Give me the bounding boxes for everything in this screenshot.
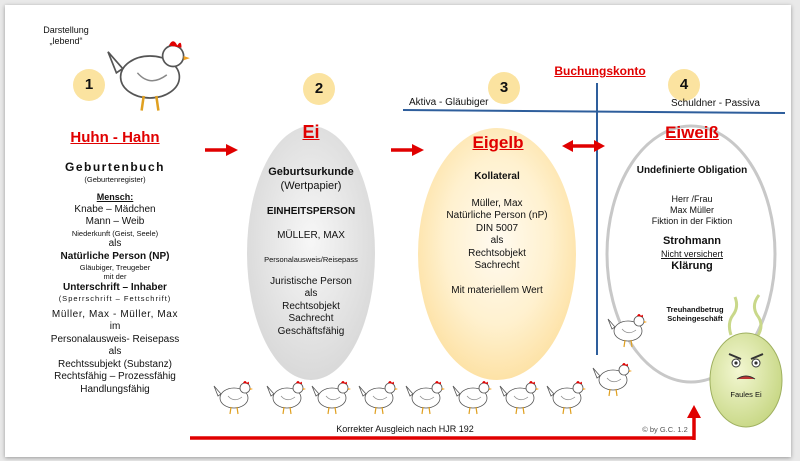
max-mueller-text: Max Müller (669, 204, 714, 215)
col3-text: Kollateral Müller, Max Natürliche Person… (427, 171, 567, 297)
eiweiss-title: Eiweiß (665, 123, 719, 142)
eigelb-ellipse (418, 128, 576, 380)
huhn-hahn-title: Huhn - Hahn (70, 129, 160, 146)
aktiva-label: Aktiva - Gläubiger (409, 97, 489, 108)
diagram-graphics (106, 40, 786, 440)
natuerliche-person-text: Natürliche Person (NP) (60, 250, 170, 262)
darstellung-line1: Darstellung (43, 25, 89, 35)
eigelb-title: Eigelb (472, 133, 524, 152)
hen-icon (592, 362, 633, 397)
sachrecht-text-2: Sachrecht (474, 260, 520, 271)
treuhand-text: Treuhandbetrug Scheingeschäft (655, 305, 735, 324)
unterschrift-text: Unterschrift – Inhaber (63, 281, 167, 293)
copyright-label: © by G.C. 1.2 (642, 425, 688, 434)
rechtsfaehig-text: Rechtsfähig – Prozessfähig (54, 371, 176, 383)
knabe-text: Knabe – Mädchen (74, 203, 156, 215)
nicht-versichert-text: Nicht versichert (660, 249, 723, 259)
juristische-person-text: Juristische Person (270, 275, 352, 287)
handlungsfaehig-text: Handlungsfähig (80, 383, 150, 395)
konto-horizontal-line (402, 109, 786, 114)
geburtenregister-sub: (Geburtenregister) (84, 175, 146, 184)
col2-text: Geburtsurkunde (Wertpapier) EINHEITSPERS… (246, 166, 376, 338)
einheitsperson-text: EINHEITSPERSON (266, 205, 356, 217)
rotten-egg-icon (709, 294, 783, 428)
arrow-3-4-double (562, 140, 605, 152)
strohmann-text: Strohmann (662, 235, 722, 248)
scheingeschaeft-text: Scheingeschäft (667, 314, 723, 324)
col4-text: Undefinierte Obligation Herr /Frau Max M… (617, 165, 767, 274)
col1-text: Geburtenbuch (Geburtenregister) Mensch: … (35, 160, 195, 396)
natuerliche-person-np-text: Natürliche Person (nP) (446, 210, 548, 221)
sperrschrift-text: (Sperrschrift – Fettschrift) (58, 294, 172, 304)
ei-ellipse (247, 126, 375, 380)
hen-icon (546, 380, 587, 415)
arrow-1-2 (205, 144, 238, 156)
rechtsobjekt-text: Rechtsobjekt (282, 300, 340, 312)
hen-icon (405, 380, 446, 415)
mueller-text: Müller, Max - Müller, Max (51, 308, 179, 320)
ei-title: Ei (302, 122, 320, 142)
darstellung-label: Darstellung „lebend“ (31, 25, 101, 48)
niederkunft-text: Niederkunft (Geist, Seele) (71, 228, 159, 238)
step-number-2: 2 (303, 73, 335, 105)
treuhandbetrug-text: Treuhandbetrug (666, 305, 724, 314)
faules-ei-label: Faules Ei (730, 390, 762, 399)
mensch-label: Mensch: (96, 192, 134, 203)
mann-text: Mann – Weib (85, 216, 145, 228)
darstellung-line2: „lebend“ (49, 36, 83, 47)
mitder-text: mit der (103, 272, 127, 282)
sachrecht-text: Sachrecht (288, 313, 334, 325)
step-number-3: 3 (488, 72, 520, 104)
eiweiss-ellipse (605, 124, 777, 384)
mueller-max-caps-text: MÜLLER, MAX (277, 230, 345, 241)
personalausweis-text: Personalausweis- Reisepass (50, 333, 180, 345)
hen-icon (358, 380, 399, 415)
als-text-4: als (490, 235, 504, 246)
hen-icon (452, 380, 493, 415)
als-text-3: als (304, 288, 318, 300)
personalausweis-reisepass-text: Personalausweis/Reisepass (264, 254, 358, 264)
slide: Darstellung „lebend“ 1 2 3 4 Buchungskon… (5, 5, 791, 457)
hen-icon (266, 380, 307, 415)
hen-icon (499, 380, 540, 415)
materieller-wert-text: Mit materiellem Wert (451, 284, 543, 296)
passiva-label: Schuldner - Passiva (671, 98, 760, 109)
bottom-return-arrow (190, 405, 701, 440)
rechtssubjekt-text: Rechtssubjekt (Substanz) (58, 358, 172, 370)
bottom-caption: Korrekter Ausgleich nach HJR 192 (336, 424, 474, 434)
fiktion-text: Fiktion in der Fiktion (651, 216, 733, 226)
glaeubiger-text: Gläubiger, Treugeber (79, 263, 151, 272)
mueller-max-text: Müller, Max (471, 197, 523, 209)
als-text-1: als (108, 238, 122, 249)
hen-icon (213, 380, 254, 415)
wertpapier-sub: (Wertpapier) (280, 179, 342, 192)
hen-icon (311, 380, 352, 415)
geburtenbuch-heading: Geburtenbuch (64, 160, 165, 174)
step-number-4: 4 (668, 69, 700, 101)
arrow-2-3 (391, 144, 424, 156)
rechtsobjekt-text-2: Rechtsobjekt (468, 247, 526, 259)
im-text: im (109, 321, 121, 333)
geburtsurkunde-heading: Geburtsurkunde (268, 166, 354, 178)
din-text: DIN 5007 (475, 222, 519, 234)
kollateral-heading: Kollateral (474, 171, 520, 182)
step-number-1: 1 (73, 69, 105, 101)
als-text-2: als (108, 346, 122, 358)
klaerung-text: Klärung (671, 260, 713, 273)
buchungskonto-title: Buchungskonto (554, 64, 646, 78)
hen-large-icon (106, 40, 192, 112)
herr-frau-text: Herr /Frau (671, 193, 713, 204)
geschaeftsfaehig-text: Geschäftsfähig (277, 325, 345, 337)
obligation-heading: Undefinierte Obligation (636, 165, 748, 176)
